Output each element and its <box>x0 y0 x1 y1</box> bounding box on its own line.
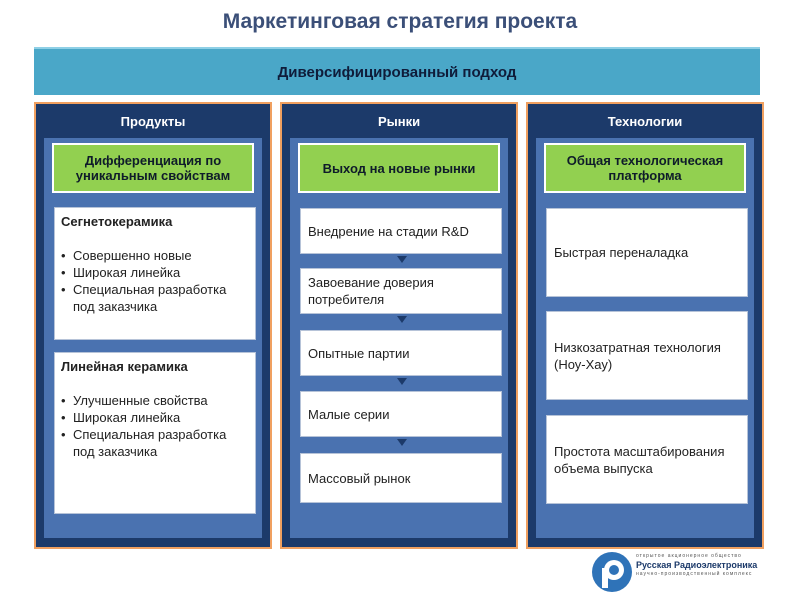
tech-box: Низкозатратная технология (Ноу-Хау) <box>546 311 748 400</box>
company-logo-icon <box>592 552 632 592</box>
products-header: Продукты <box>120 114 186 129</box>
tech-header: Технологии <box>607 114 683 129</box>
markets-column: Рынки Выход на новые рынки Внедрение на … <box>280 102 518 549</box>
products-strategy-box: Дифференциация по уникальным свойствам <box>52 143 254 193</box>
bullet-item: Широкая линейка <box>61 409 249 426</box>
product-box-linear-ceramics: Линейная керамика Улучшенные свойства Ши… <box>54 352 256 514</box>
approach-banner: Диверсифицированный подход <box>34 47 760 95</box>
product-title: Линейная керамика <box>61 359 188 374</box>
logo-line-1: открытое акционерное общество <box>636 553 742 559</box>
markets-panel: Выход на новые рынки Внедрение на стадии… <box>290 138 508 538</box>
product-title: Сегнетокерамика <box>61 214 173 229</box>
market-step: Внедрение на стадии R&D <box>300 208 502 254</box>
tech-column: Технологии Общая технологическая платфор… <box>526 102 764 549</box>
market-step: Массовый рынок <box>300 453 502 503</box>
market-step: Малые серии <box>300 391 502 437</box>
down-arrow-icon <box>397 378 407 385</box>
products-column: Продукты Дифференциация по уникальным св… <box>34 102 272 549</box>
bullet-item: Широкая линейка <box>61 264 249 281</box>
tech-box: Быстрая переналадка <box>546 208 748 297</box>
tech-strategy-box: Общая технологическая платформа <box>544 143 746 193</box>
logo-line-2: Русская Радиоэлектроника <box>636 560 758 570</box>
down-arrow-icon <box>397 439 407 446</box>
bullet-item: Улучшенные свойства <box>61 392 249 409</box>
tech-panel: Общая технологическая платформа Быстрая … <box>536 138 754 538</box>
logo-line-3: научно-производственный комплекс <box>636 571 753 577</box>
tech-box: Простота масштабирования объема выпуска <box>546 415 748 504</box>
market-step: Опытные партии <box>300 330 502 376</box>
bullet-item: Совершенно новые <box>61 247 249 264</box>
markets-header: Рынки <box>377 114 421 129</box>
down-arrow-icon <box>397 316 407 323</box>
bullet-item: Специальная разработка под заказчика <box>61 281 249 315</box>
products-panel: Дифференциация по уникальным свойствам С… <box>44 138 262 538</box>
down-arrow-icon <box>397 256 407 263</box>
product-box-ferroceramics: Сегнетокерамика Совершенно новые Широкая… <box>54 207 256 340</box>
market-step: Завоевание доверия потребителя <box>300 268 502 314</box>
page-title: Маркетинговая стратегия проекта <box>222 10 578 33</box>
markets-strategy-box: Выход на новые рынки <box>298 143 500 193</box>
company-logo: открытое акционерное общество Русская Ра… <box>590 550 765 594</box>
bullet-item: Специальная разработка под заказчика <box>61 426 249 460</box>
